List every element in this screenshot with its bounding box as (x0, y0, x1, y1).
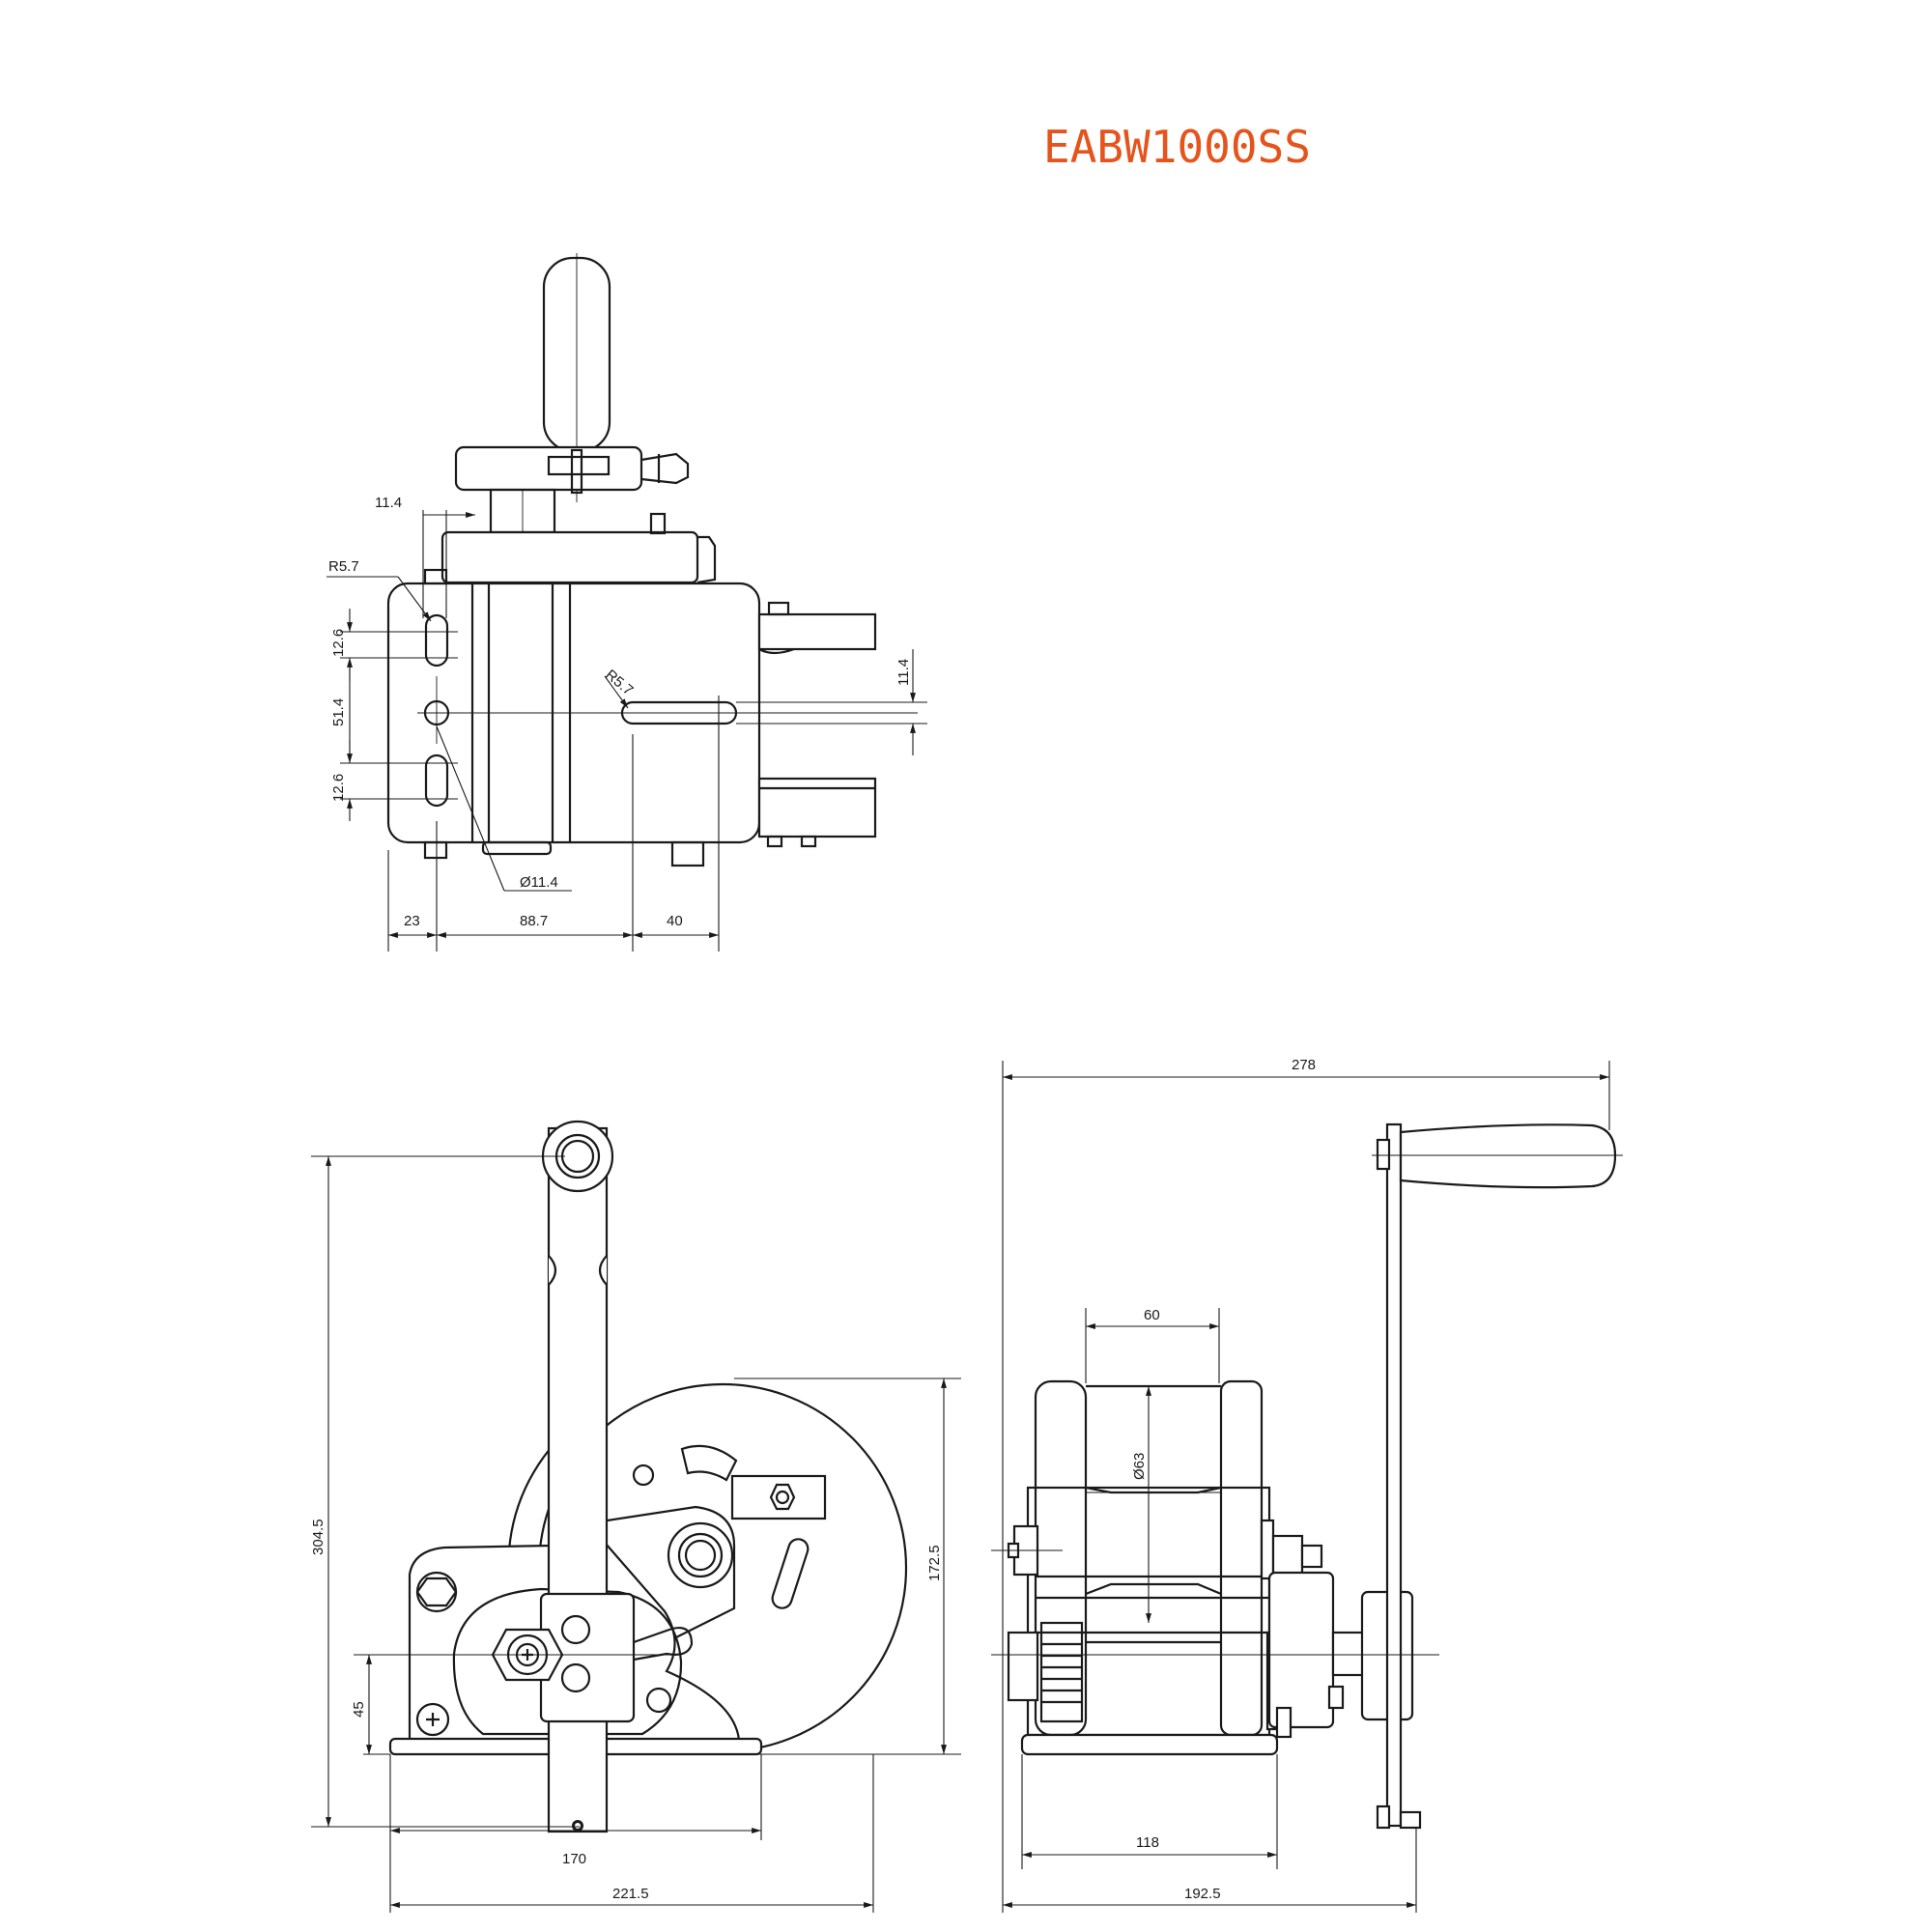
drum-flange-right (1219, 1379, 1264, 1737)
dim-top-b: R5.7 (328, 558, 359, 575)
drum-hub (667, 1521, 734, 1589)
dim-top-i: 23 (404, 913, 420, 929)
side-handle-arm (1385, 1122, 1403, 1828)
dim-side-drum-diameter: Ø63 (1131, 1453, 1148, 1480)
drum-slot-upper (680, 1444, 738, 1482)
front-view: 304.5 172.5 45 170 221.5 (310, 1120, 961, 1913)
side-view: 278 60 Ø63 118 192.5 (991, 1057, 1623, 1913)
dim-top-j: 88.7 (520, 913, 548, 929)
dim-front-base-width: 170 (562, 1851, 586, 1867)
dim-front-height-drum: 172.5 (926, 1545, 943, 1581)
dim-front-height-total: 304.5 (310, 1519, 327, 1555)
dim-side-body-length: 192.5 (1184, 1886, 1221, 1902)
drum-slot-lower (771, 1538, 810, 1609)
dim-top-a: 11.4 (375, 495, 402, 511)
dim-top-d: 51.4 (330, 698, 347, 726)
slot-upper (424, 613, 449, 668)
pinion-gear (1039, 1621, 1084, 1723)
flange-upper (757, 612, 877, 651)
dim-side-overall-length: 278 (1292, 1057, 1316, 1073)
dim-top-h: Ø11.4 (520, 874, 558, 891)
brake-bracket (730, 1474, 827, 1520)
side-gear-housing (1267, 1571, 1335, 1729)
gear-cover (440, 530, 699, 584)
handle-arm (547, 1126, 609, 1833)
dim-front-overall-width: 221.5 (612, 1886, 649, 1902)
side-base (1020, 1733, 1279, 1756)
top-view: 11.4 R5.7 12.6 51.4 12.6 R5.7 11.4 Ø11.4 (327, 253, 927, 952)
dim-side-base-length: 118 (1136, 1834, 1159, 1851)
dim-front-base-offset: 45 (351, 1701, 367, 1718)
side-handle-grip (1399, 1123, 1617, 1189)
dim-top-e: 12.6 (330, 774, 347, 802)
side-nut (1271, 1534, 1304, 1578)
dim-top-k: 40 (667, 913, 683, 929)
model-title: EABW1000SS (1043, 121, 1311, 173)
slot-lower (424, 753, 449, 808)
dim-top-c: 12.6 (330, 629, 347, 657)
dim-top-g: 11.4 (895, 659, 912, 686)
dim-side-drum-width: 60 (1144, 1307, 1160, 1323)
